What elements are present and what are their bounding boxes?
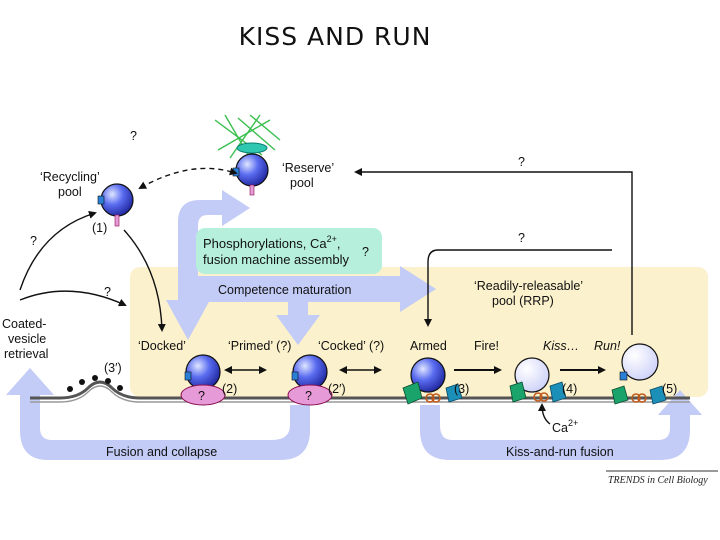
phosphorylation-label: Phosphorylations, Ca2+,fusion machine as… (203, 234, 349, 267)
unknown-mark: ? (305, 389, 312, 403)
reserve-vesicle (232, 153, 269, 196)
credit-text: TRENDS in Cell Biology (608, 475, 708, 486)
rrp-label: ‘Readily-releasable’pool (RRP) (474, 279, 583, 308)
recycling-pool-label: ‘Recycling’pool (40, 170, 100, 199)
reserve-down-arrow (166, 190, 250, 340)
armed-label: Armed (410, 339, 447, 353)
slide-title: KISS AND RUN (238, 22, 432, 51)
unknown-mark: ? (104, 285, 111, 299)
step-5: (5) (662, 382, 677, 396)
cocked-label: ‘Cocked’ (?) (318, 339, 384, 353)
step-1: (1) (92, 221, 107, 235)
step-2prime: (2′) (328, 382, 346, 396)
cocked-vesicle (287, 354, 333, 406)
reserve-pool-label: ‘Reserve’pool (282, 161, 334, 190)
docked-label: ‘Docked’ (138, 339, 186, 353)
unknown-mark: ? (362, 245, 369, 259)
unknown-mark: ? (518, 231, 525, 245)
armed-vesicle (402, 357, 463, 405)
fusion-collapse-label: Fusion and collapse (106, 445, 217, 459)
calcium-label: Ca2+ (552, 418, 578, 435)
docked-vesicle (180, 354, 226, 406)
unknown-mark: ? (30, 234, 37, 248)
fire-label: Fire! (474, 339, 499, 353)
step-3: (3) (454, 382, 469, 396)
step-2: (2) (222, 382, 237, 396)
cocked-down-arrow (276, 300, 320, 345)
phosphorylation-box (196, 228, 382, 274)
recycling-vesicle (97, 183, 134, 227)
kiss-vesicle (509, 357, 567, 403)
unknown-mark: ? (130, 129, 137, 143)
blue-arrows (6, 190, 702, 460)
unknown-mark: ? (198, 389, 205, 403)
fusion-collapse-arrow (6, 368, 310, 460)
kiss-run-fusion-label: Kiss-and-run fusion (506, 445, 614, 459)
connector-arrows (19, 167, 633, 425)
competence-label: Competence maturation (218, 283, 351, 297)
kiss-label: Kiss… (543, 339, 579, 353)
step-3prime: (3′) (104, 361, 122, 375)
step-4: (4) (562, 382, 577, 396)
coat-dots (67, 375, 123, 392)
synapsin-disc (236, 142, 268, 154)
run-vesicle (611, 343, 667, 405)
run-label: Run! (594, 339, 621, 353)
plasma-membrane (30, 380, 690, 400)
primed-label: ‘Primed’ (?) (228, 339, 291, 353)
unknown-mark: ? (518, 155, 525, 169)
kiss-run-arrow (420, 390, 702, 460)
